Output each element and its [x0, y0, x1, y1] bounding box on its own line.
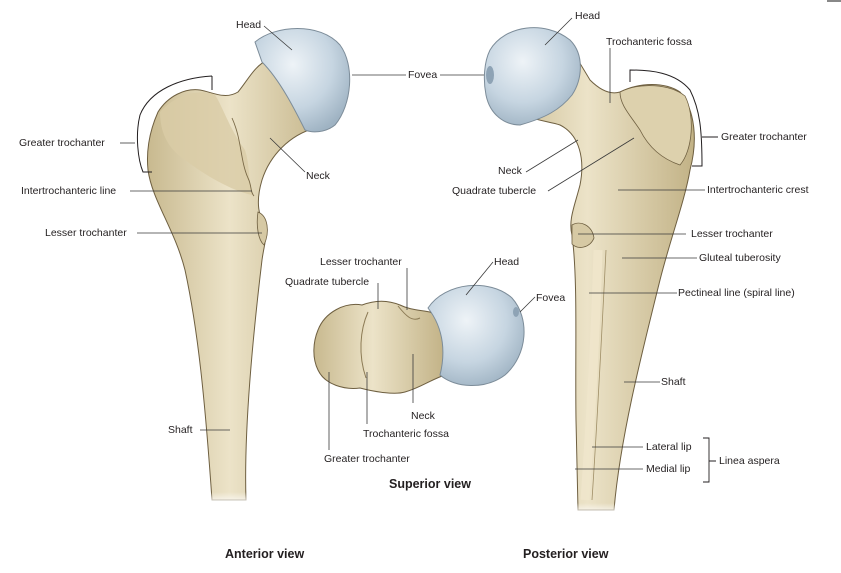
posterior-trochanteric-fossa-label: Trochanteric fossa	[606, 36, 692, 48]
fovea-label: Fovea	[408, 69, 438, 81]
posterior-intertrochanteric-crest-label: Intertrochanteric crest	[707, 184, 809, 196]
posterior-gluteal-tuberosity-label: Gluteal tuberosity	[699, 252, 781, 264]
posterior-medial-lip-label: Medial lip	[646, 463, 691, 475]
anterior-head-label: Head	[236, 19, 262, 31]
superior-greater-trochanter-label: Greater trochanter	[324, 453, 410, 465]
superior-fovea-label: Fovea	[536, 292, 566, 304]
posterior-view-caption: Posterior view	[523, 547, 609, 561]
anterior-shaft-label: Shaft	[168, 424, 193, 436]
anterior-intertrochanteric-line-label: Intertrochanteric line	[21, 185, 117, 197]
anterior-view-caption: Anterior view	[225, 547, 305, 561]
posterior-greater-trochanter-label: Greater trochanter	[721, 131, 807, 143]
posterior-quadrate-tubercle-label: Quadrate tubercle	[452, 185, 537, 197]
posterior-linea-aspera-label: Linea aspera	[719, 455, 780, 467]
posterior-lesser-trochanter-label: Lesser trochanter	[691, 228, 773, 240]
anterior-lesser-trochanter-shape	[256, 211, 268, 246]
superior-view-caption: Superior view	[389, 477, 471, 491]
superior-quadrate-tubercle-label: Quadrate tubercle	[285, 276, 370, 288]
superior-trochanteric-fossa-label: Trochanteric fossa	[363, 428, 449, 440]
superior-head-label: Head	[494, 256, 520, 268]
posterior-femur	[483, 17, 718, 515]
posterior-lateral-lip-label: Lateral lip	[646, 441, 692, 453]
anterior-neck-label: Neck	[306, 170, 330, 182]
posterior-lesser-trochanter-shape	[571, 222, 595, 248]
superior-bone-body	[313, 300, 446, 394]
anterior-head-shape	[254, 28, 351, 133]
anterior-lesser-trochanter-label: Lesser trochanter	[45, 227, 127, 239]
anterior-bone-body	[147, 59, 332, 501]
posterior-greater-trochanter-shape	[619, 85, 692, 166]
posterior-pectineal-line-label: Pectineal line (spiral line)	[678, 287, 795, 299]
anterior-greater-trochanter-shape	[160, 92, 252, 195]
superior-lesser-trochanter-label: Lesser trochanter	[320, 256, 402, 268]
superior-head-shape	[427, 284, 525, 386]
corner-mark	[827, 0, 841, 2]
posterior-neck-label: Neck	[498, 165, 522, 177]
anterior-femur	[120, 25, 351, 505]
posterior-fovea-shape	[486, 66, 494, 84]
posterior-shaft-label: Shaft	[661, 376, 686, 388]
anterior-greater-trochanter-label: Greater trochanter	[19, 137, 105, 149]
superior-femur	[313, 261, 536, 450]
superior-neck-label: Neck	[411, 410, 435, 422]
posterior-head-label: Head	[575, 10, 601, 22]
posterior-head-shape	[483, 27, 581, 126]
